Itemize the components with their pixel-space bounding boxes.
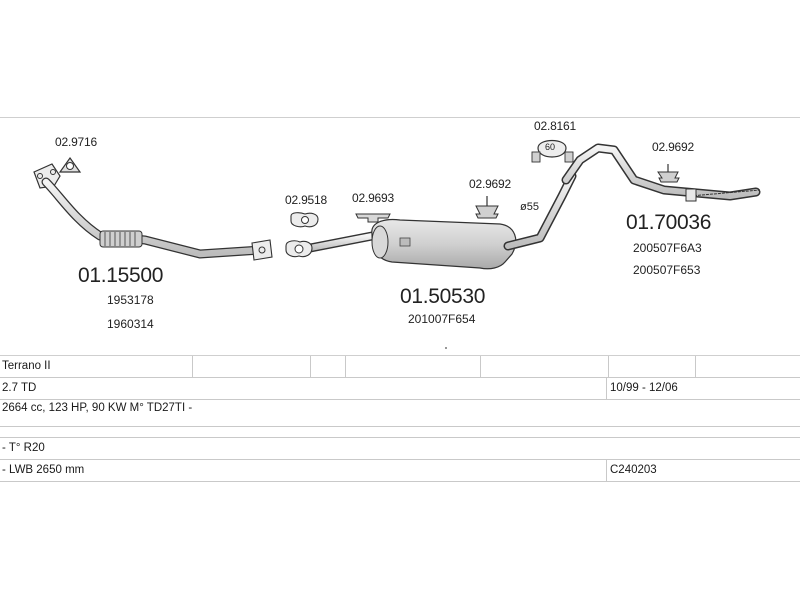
center-silencer[interactable] <box>295 171 577 270</box>
vehicle-info-table: Terrano II 2.7 TD 10/99 - 12/06 2664 cc,… <box>0 356 800 482</box>
flange-gasket-icon[interactable] <box>290 212 319 228</box>
rear-pipe-code[interactable]: 01.70036 <box>626 211 712 234</box>
rear-pipe[interactable] <box>561 143 761 202</box>
table-top-border <box>0 355 800 356</box>
front-pipe-oem-2: 1960314 <box>107 317 154 331</box>
table-row: Terrano II <box>0 356 800 378</box>
pipe-clamp-icon[interactable] <box>531 139 574 163</box>
center-rubber-code: 02.9692 <box>469 177 511 191</box>
rear-pipe-oem-1: 200507F6A3 <box>633 241 702 255</box>
center-diameter: ø55 <box>520 201 539 213</box>
vehicle-ref-code: C240203 <box>610 464 657 476</box>
rear-clamp-size: 60 <box>545 142 556 152</box>
diagram-top-border <box>0 117 800 118</box>
hanger-bracket-icon[interactable] <box>355 213 391 223</box>
rear-rubber-code: 02.9692 <box>652 140 694 154</box>
front-pipe-oem-1: 1953178 <box>107 293 154 307</box>
triangle-gasket-icon[interactable] <box>58 156 82 173</box>
rubber-mount-icon[interactable] <box>475 196 499 219</box>
table-row: - T° R20 <box>0 437 800 460</box>
center-hanger-code: 02.9693 <box>352 191 394 205</box>
front-pipe-code[interactable]: 01.15500 <box>78 264 164 287</box>
vehicle-engine: 2.7 TD <box>2 382 37 394</box>
table-row: 2664 cc, 123 HP, 90 KW M° TD27TI - <box>0 400 800 427</box>
pipe-flange-icon[interactable] <box>285 240 313 258</box>
table-row: - LWB 2650 mm C240203 <box>0 460 800 482</box>
center-clamp-code: 02.9518 <box>285 193 327 207</box>
front-gasket-code: 02.9716 <box>55 135 97 149</box>
rear-rubber-mount-icon[interactable] <box>657 164 680 183</box>
vehicle-specs: 2664 cc, 123 HP, 90 KW M° TD27TI - <box>2 402 193 414</box>
rear-pipe-oem-2: 200507F653 <box>633 263 701 277</box>
vehicle-type: - T° R20 <box>2 442 45 454</box>
vehicle-model: Terrano II <box>2 360 51 372</box>
vehicle-wheelbase: - LWB 2650 mm <box>2 464 85 476</box>
table-row: 2.7 TD 10/99 - 12/06 <box>0 378 800 400</box>
center-silencer-code[interactable]: 01.50530 <box>400 285 486 308</box>
front-pipe[interactable] <box>33 163 273 261</box>
center-silencer-oem-1: 201007F654 <box>408 312 476 326</box>
exhaust-diagram <box>33 139 761 349</box>
vehicle-years: 10/99 - 12/06 <box>610 382 678 394</box>
rear-clamp-code: 02.8161 <box>534 119 576 133</box>
